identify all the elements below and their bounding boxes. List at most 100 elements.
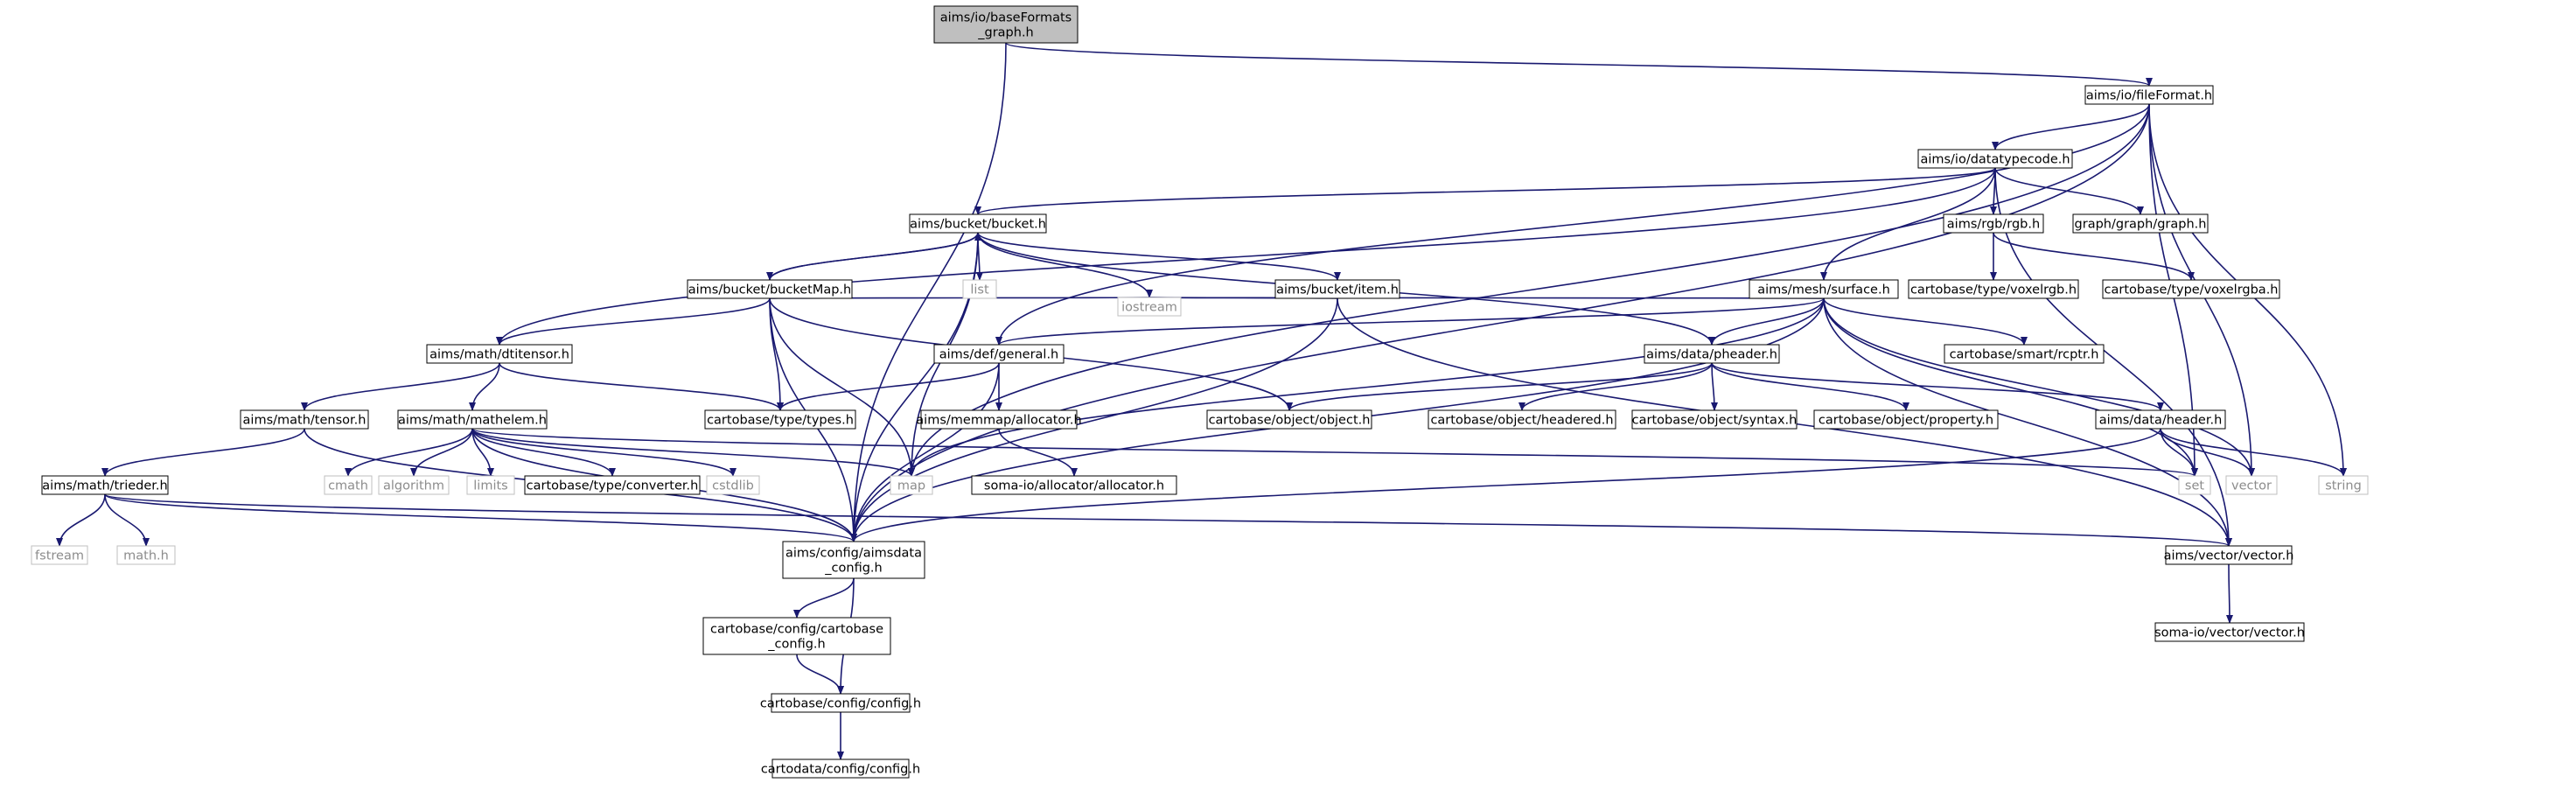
edge-dtitensor-to-types	[499, 362, 784, 411]
node-mathelem[interactable]: aims/math/mathelem.h	[397, 409, 548, 430]
node-label: cartobase/object/syntax.h	[1632, 414, 1798, 428]
node-label: map	[897, 479, 925, 493]
node-cbconfig[interactable]: cartobase/config/cartobase_config.h	[702, 617, 891, 655]
node-voxelrgb[interactable]: cartobase/type/voxelrgb.h	[1908, 279, 2079, 299]
node-somavector[interactable]: soma-io/vector/vector.h	[2154, 622, 2305, 642]
edge-surface-to-general	[995, 297, 1825, 346]
node-general[interactable]: aims/def/general.h	[933, 344, 1065, 364]
node-headered[interactable]: cartobase/object/headered.h	[1428, 409, 1616, 430]
edge-aimsdata-to-cbconfig	[793, 577, 855, 619]
node-bucket[interactable]: aims/bucket/bucket.h	[909, 213, 1047, 234]
node-box	[1274, 279, 1400, 299]
node-box	[909, 213, 1047, 234]
edge-surface-to-pheader	[1708, 297, 1825, 346]
edge-bucket-to-aimsdata	[850, 232, 979, 542]
node-bucketmap[interactable]: aims/bucket/bucketMap.h	[687, 279, 853, 299]
node-label: cartobase/smart/rcptr.h	[1950, 348, 2099, 362]
node-config[interactable]: cartobase/config/config.h	[760, 693, 921, 713]
edge-dtitensor-to-tensor	[301, 362, 500, 411]
node-root[interactable]: aims/io/baseFormats_graph.h	[933, 5, 1079, 44]
edge-rgb-to-voxelrgba	[1993, 232, 2195, 281]
edge-datatype-to-dtitensor	[496, 167, 1996, 346]
node-mathh: math.h	[116, 545, 176, 565]
node-cdconfig[interactable]: cartodata/config/config.h	[761, 759, 920, 779]
edge-mathelem-to-set	[471, 428, 2198, 477]
node-label: aims/rgb/rgb.h	[1947, 218, 2040, 232]
edge-root-to-aimsdata	[850, 42, 1007, 542]
node-syntax[interactable]: cartobase/object/syntax.h	[1631, 409, 1798, 430]
node-box	[933, 5, 1079, 44]
node-trieder[interactable]: aims/math/trieder.h	[41, 475, 169, 495]
node-box	[704, 409, 856, 430]
node-box	[2318, 475, 2369, 495]
node-object[interactable]: cartobase/object/object.h	[1206, 409, 1372, 430]
node-box	[378, 475, 450, 495]
node-label: cartobase/type/converter.h	[527, 479, 699, 493]
node-fileformat[interactable]: aims/io/fileFormat.h	[2084, 85, 2214, 105]
node-label: aims/io/datatypecode.h	[1920, 153, 2070, 167]
edge-general-to-types	[777, 362, 1000, 411]
edge-bucketmap-to-dtitensor	[496, 297, 771, 346]
edge-mathelem-to-converter	[471, 428, 616, 477]
edge-bucket-to-item	[977, 232, 1341, 281]
node-box	[324, 475, 373, 495]
node-header[interactable]: aims/data/header.h	[2095, 409, 2226, 430]
node-graphgraph[interactable]: graph/graph/graph.h	[2072, 213, 2209, 234]
node-voxelrgba[interactable]: cartobase/type/voxelrgba.h	[2102, 279, 2280, 299]
node-dtitensor[interactable]: aims/math/dtitensor.h	[426, 344, 573, 364]
edge-mathelem-to-cstdlib	[471, 428, 736, 477]
node-tensor[interactable]: aims/math/tensor.h	[240, 409, 369, 430]
node-box	[2178, 475, 2211, 495]
node-label: aims/io/baseFormats	[940, 11, 1072, 25]
node-box	[687, 279, 853, 299]
edge-datatype-to-graphgraph	[1994, 167, 2144, 215]
node-box	[702, 617, 891, 655]
node-box	[933, 344, 1065, 364]
node-box	[1428, 409, 1616, 430]
node-rgb[interactable]: aims/rgb/rgb.h	[1943, 213, 2044, 234]
node-label: aims/memmap/allocator.h	[916, 414, 1081, 428]
node-label: cartobase/object/headered.h	[1430, 414, 1613, 428]
node-map: map	[890, 475, 933, 495]
node-label: aims/config/aimsdata	[785, 547, 922, 561]
edge-fileformat-to-aimsdata	[850, 103, 2150, 542]
node-label: cmath	[328, 479, 368, 493]
node-datatype[interactable]: aims/io/datatypecode.h	[1917, 149, 2073, 169]
node-pheader[interactable]: aims/data/pheader.h	[1644, 344, 1780, 364]
node-label: vector	[2231, 479, 2272, 493]
node-rcptr[interactable]: cartobase/smart/rcptr.h	[1944, 344, 2105, 364]
node-converter[interactable]: cartobase/type/converter.h	[524, 475, 701, 495]
edge-memmap-to-somaalloc	[998, 428, 1078, 477]
edge-fileformat-to-datatype	[1992, 103, 2150, 150]
node-property[interactable]: cartobase/object/property.h	[1813, 409, 1999, 430]
edge-datatype-to-surface	[1820, 167, 1996, 281]
edge-surface-to-iostream	[1148, 297, 1825, 305]
node-label: cstdlib	[712, 479, 754, 493]
node-limits: limits	[466, 475, 515, 495]
node-box	[466, 475, 515, 495]
edge-header-to-string	[2160, 428, 2347, 477]
node-aimsdata[interactable]: aims/config/aimsdata_config.h	[782, 541, 925, 579]
edge-surface-to-vector	[1823, 297, 2255, 477]
node-label: cartodata/config/config.h	[761, 763, 920, 777]
node-vectorh[interactable]: aims/vector/vector.h	[2164, 545, 2294, 565]
node-label: aims/data/header.h	[2099, 414, 2223, 428]
node-box	[782, 541, 925, 579]
edge-item-to-aimsdata	[850, 297, 1338, 542]
node-label: cartobase/type/voxelrgba.h	[2105, 283, 2279, 297]
node-item[interactable]: aims/bucket/item.h	[1274, 279, 1400, 299]
edge-datatype-to-bucket	[974, 167, 1996, 215]
node-types[interactable]: cartobase/type/types.h	[704, 409, 856, 430]
node-surface[interactable]: aims/mesh/surface.h	[1749, 279, 1899, 299]
node-box	[2084, 85, 2214, 105]
node-box	[1631, 409, 1798, 430]
node-memmap[interactable]: aims/memmap/allocator.h	[916, 409, 1082, 430]
node-label: _config.h	[767, 638, 825, 652]
node-somaalloc[interactable]: soma-io/allocator/allocator.h	[971, 475, 1177, 495]
node-iostream: iostream	[1117, 297, 1182, 317]
node-box	[397, 409, 548, 430]
node-box	[524, 475, 701, 495]
edge-trieder-to-aimsdata	[104, 493, 857, 542]
node-label: algorithm	[383, 479, 444, 493]
